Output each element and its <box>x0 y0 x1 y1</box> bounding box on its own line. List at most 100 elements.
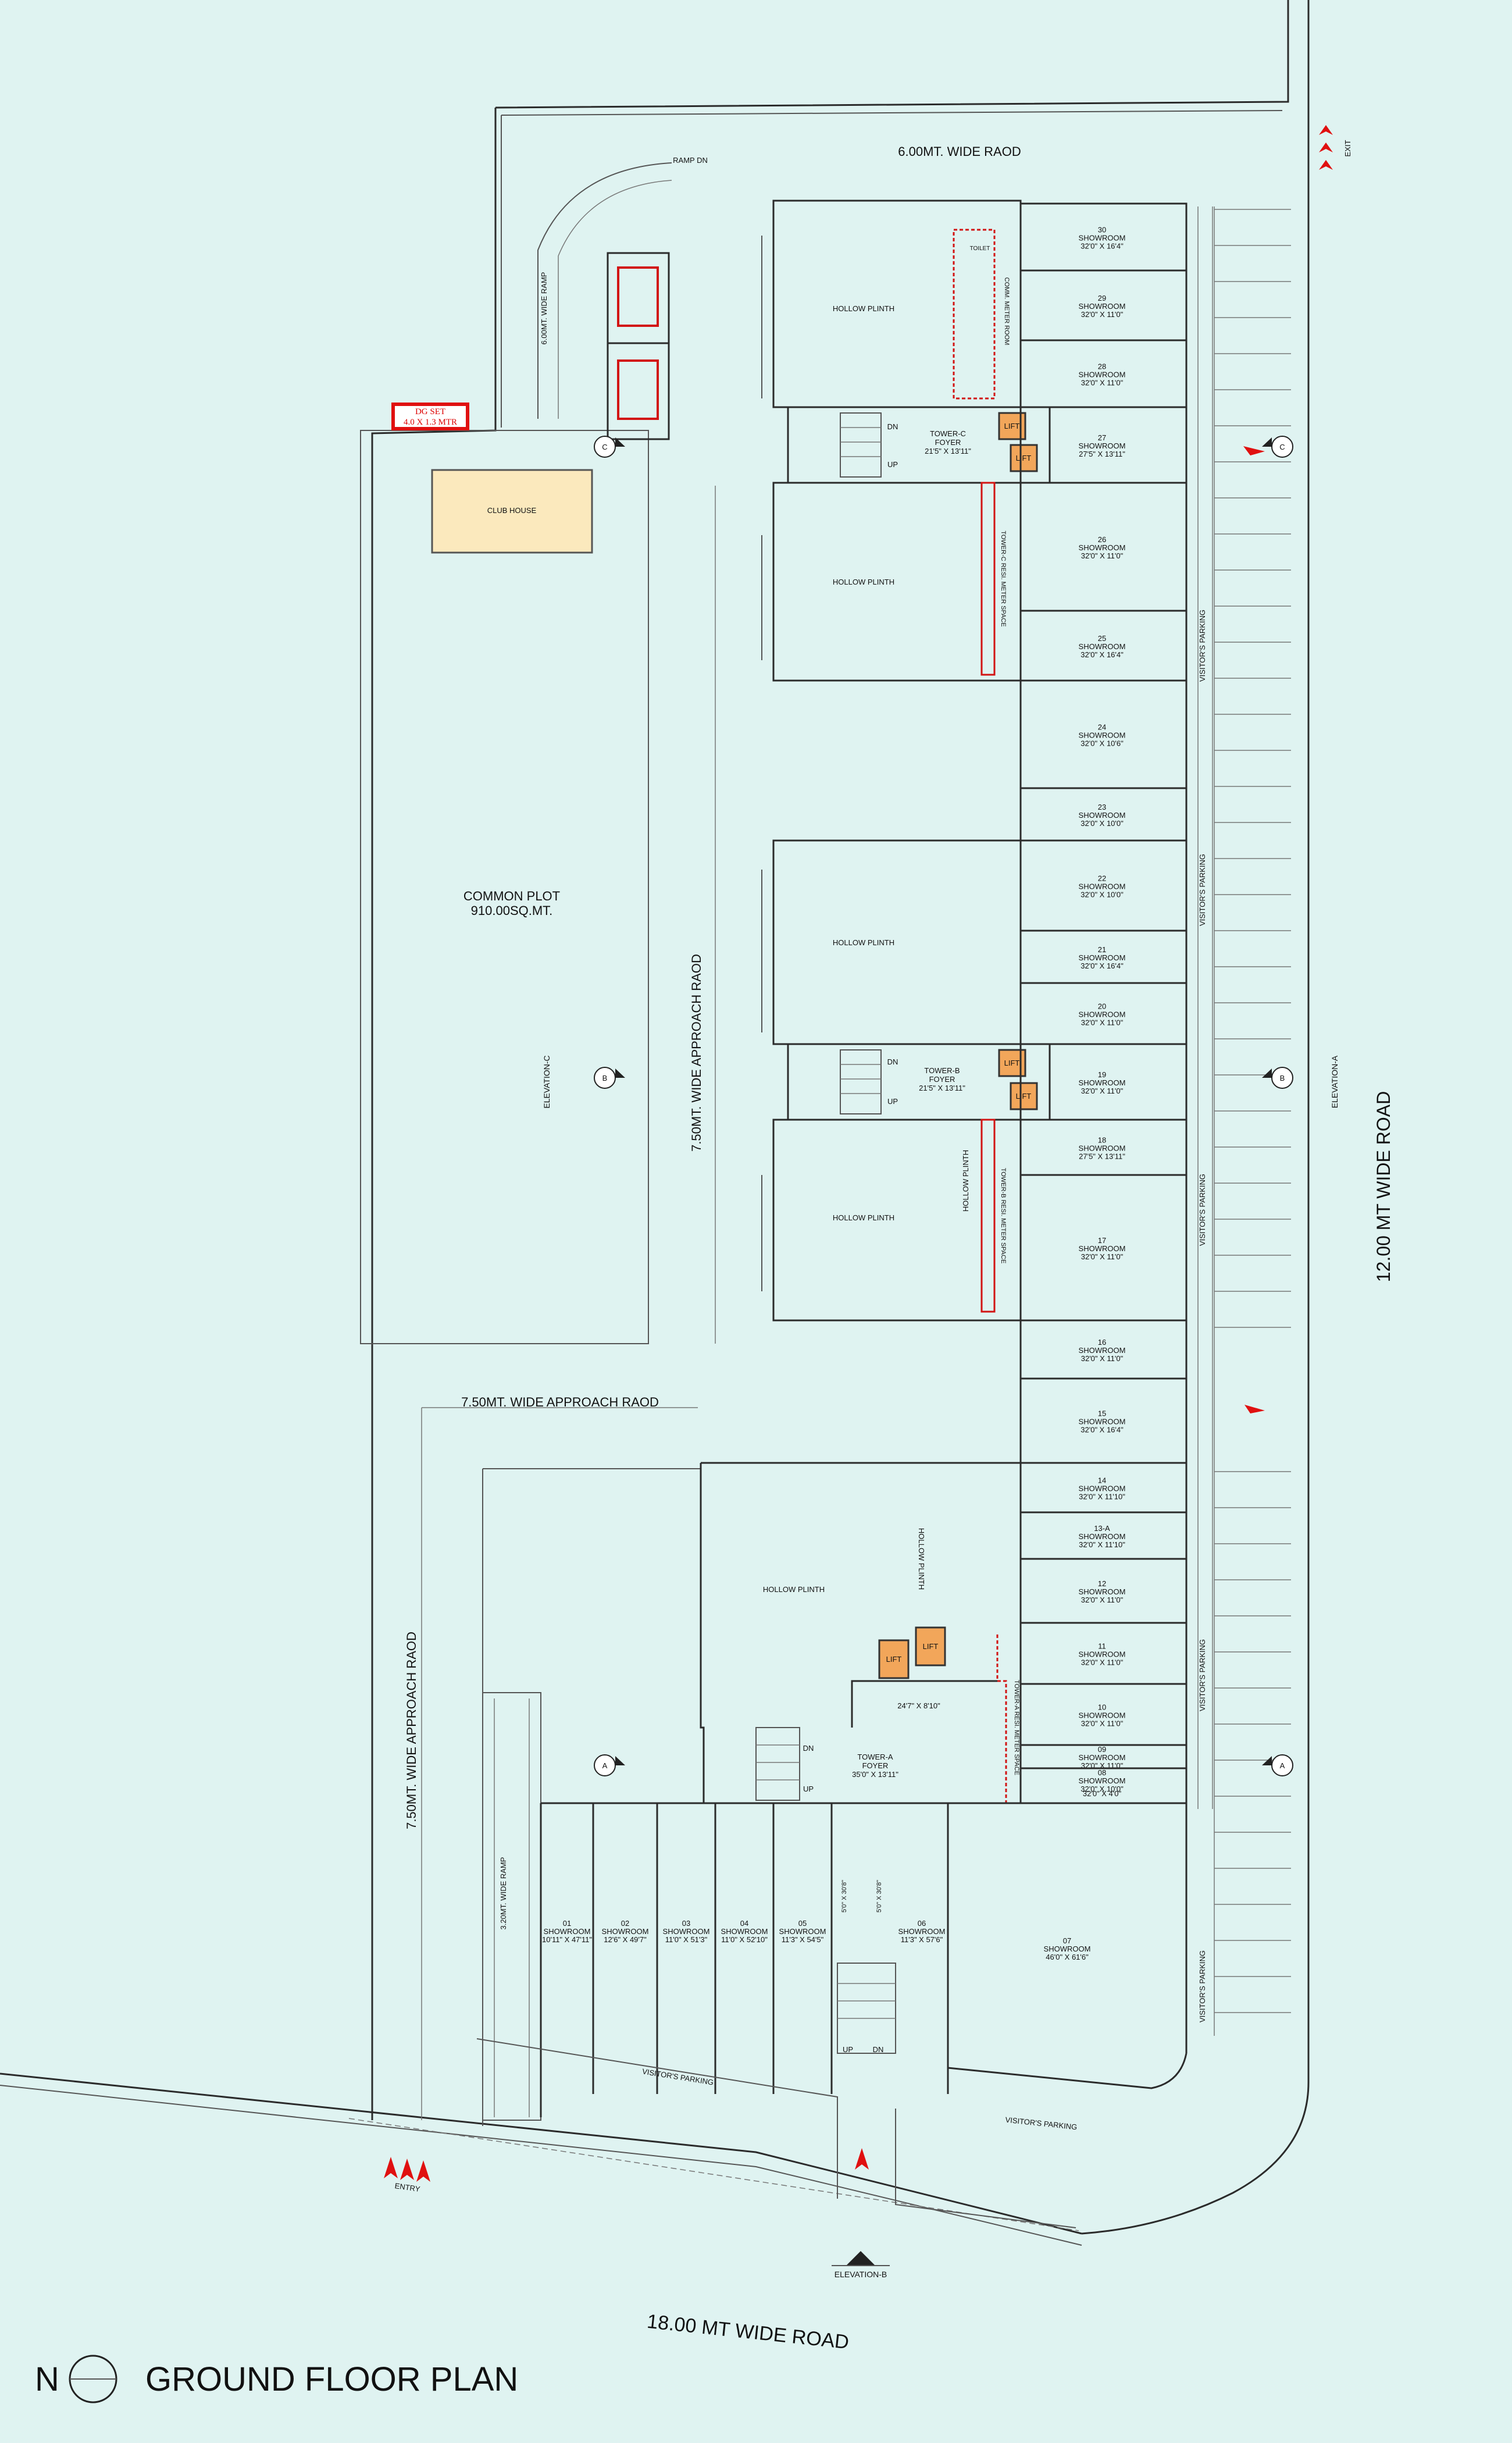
dn-label-b: DN <box>887 1057 898 1066</box>
hollow-plinth-c: HOLLOW PLINTH <box>833 304 894 313</box>
showroom-size: 32'0" X 16'4" <box>1080 961 1124 970</box>
plan-title: GROUND FLOOR PLAN <box>145 2360 518 2398</box>
showroom-size: 11'0" X 51'3" <box>665 1935 708 1944</box>
showroom-number: 15 <box>1098 1409 1106 1418</box>
showroom-word: SHOWROOM <box>1079 1346 1126 1355</box>
dg-set-line1: DG SET <box>415 407 445 416</box>
dn-label-c: DN <box>887 422 898 431</box>
stair-dims-2: 5'0" X 30'8" <box>876 1880 883 1913</box>
showroom-number: 02 <box>621 1919 629 1928</box>
showroom-word: SHOWROOM <box>544 1927 591 1936</box>
tower-b-foyer-2: FOYER <box>929 1075 955 1084</box>
showroom-word: SHOWROOM <box>1079 1532 1126 1541</box>
showroom-word: SHOWROOM <box>1079 302 1126 311</box>
showroom-number: 21 <box>1098 945 1106 954</box>
showroom-word: SHOWROOM <box>1079 543 1126 552</box>
marker-a-left-letter: A <box>602 1761 608 1770</box>
showroom-word: SHOWROOM <box>1079 811 1126 820</box>
lift-b-2: LIFT <box>1016 1092 1032 1101</box>
showroom-size: 32'0" X 11'0" <box>1081 379 1124 387</box>
visitors-parking-right-2: VISITOR'S PARKING <box>1198 854 1207 926</box>
showroom-number: 17 <box>1098 1236 1106 1245</box>
showroom-number: 23 <box>1098 803 1106 811</box>
showroom-word: SHOWROOM <box>1079 1711 1126 1720</box>
marker-a-right-letter: A <box>1280 1761 1285 1770</box>
hollow-plinth-b2: HOLLOW PLINTH <box>833 1213 894 1222</box>
showroom-number: 25 <box>1098 634 1106 643</box>
tower-b-block: HOLLOW PLINTH TOWER-B FOYER 21'5" X 13'1… <box>761 839 1051 1322</box>
tower-b-foyer-1: TOWER-B <box>924 1066 960 1075</box>
showroom-size: 32'0" X 11'0" <box>1081 1596 1124 1604</box>
up-label-a: UP <box>803 1785 814 1793</box>
ramp-dn-label: RAMP DN <box>673 156 708 165</box>
showroom-number: 07 <box>1063 1936 1071 1945</box>
tower-c-foyer-3: 21'5" X 13'11" <box>925 447 971 455</box>
up-label-c: UP <box>887 460 898 469</box>
showroom-size: 11'3" X 54'5" <box>782 1935 824 1944</box>
elevation-marker-a-right: A <box>1262 1754 1293 1776</box>
elevation-marker-b-left: B <box>594 1067 625 1089</box>
showroom-size: 10'11" X 47'11" <box>542 1935 592 1944</box>
common-plot: COMMON PLOT 910.00SQ.MT. <box>360 430 649 1344</box>
elevation-marker-a-left: A <box>594 1754 625 1776</box>
showroom-word: SHOWROOM <box>1079 1418 1126 1426</box>
plan-title-block: N GROUND FLOOR PLAN <box>35 2355 518 2403</box>
showroom-word: SHOWROOM <box>1079 1144 1126 1153</box>
visitors-parking-right-3: VISITOR'S PARKING <box>1198 1174 1207 1246</box>
hollow-plinth-c2: HOLLOW PLINTH <box>833 578 894 586</box>
small-ramp-label: 3.20MT. WIDE RAMP <box>499 1857 508 1930</box>
hollow-plinth-a: HOLLOW PLINTH <box>763 1585 825 1594</box>
showroom-number: 03 <box>682 1919 690 1928</box>
showroom-number: 27 <box>1098 433 1106 442</box>
visitors-parking-right-5: VISITOR'S PARKING <box>1198 1950 1207 2022</box>
visitors-parking-right-1: VISITOR'S PARKING <box>1198 610 1207 682</box>
showroom-word: SHOWROOM <box>721 1927 768 1936</box>
showroom-size: 32'0" X 16'4" <box>1080 1426 1124 1434</box>
showroom-number: 16 <box>1098 1338 1106 1347</box>
approach-road-horizontal: 7.50MT. WIDE APPROACH RAOD <box>461 1395 659 1409</box>
showroom-word: SHOWROOM <box>1079 441 1126 450</box>
showroom-number: 24 <box>1098 723 1106 732</box>
meter-space-b: TOWER-B RESI. METER SPACE <box>1000 1168 1007 1264</box>
showroom-number: 26 <box>1098 535 1106 544</box>
showroom-number: 01 <box>563 1919 571 1928</box>
hollow-plinth-b: HOLLOW PLINTH <box>833 938 894 947</box>
showroom-size: 32'0" X 10'6" <box>1080 739 1124 748</box>
basement-ramp: RAMP DN 6.00MT. WIDE RAMP <box>537 156 708 440</box>
showroom-number: 08 <box>1098 1768 1106 1777</box>
showroom-number: 13-A <box>1094 1524 1110 1533</box>
showroom-size: 27'5" X 13'11" <box>1079 450 1125 458</box>
small-ramp: 3.20MT. WIDE RAMP <box>482 1692 541 2121</box>
tower-c-foyer-1: TOWER-C <box>930 429 966 438</box>
showroom-number: 09 <box>1098 1745 1106 1754</box>
exit-label: EXIT <box>1343 140 1352 156</box>
right-showroom-strip: VISITOR'S PARKING VISITOR'S PARKING VISI… <box>1019 202 1291 2036</box>
north-letter: N <box>35 2360 59 2398</box>
showroom-word: SHOWROOM <box>779 1927 826 1936</box>
entry-arrows-icon <box>384 446 1265 2182</box>
tower-c-foyer-2: FOYER <box>935 438 961 447</box>
up-label-bottom: UP <box>843 2045 853 2054</box>
tower-a-foyer-1: TOWER-A <box>857 1753 893 1761</box>
entry-label: ENTRY <box>394 2181 421 2193</box>
showroom-size: 46'0" X 61'6" <box>1046 1953 1089 1961</box>
showroom-word: SHOWROOM <box>1079 1776 1126 1785</box>
right-road-label: 12.00 MT WIDE ROAD <box>1373 1091 1394 1282</box>
showroom-word: SHOWROOM <box>1079 1078 1126 1087</box>
showroom-size: 32'0" X 11'0" <box>1081 551 1124 560</box>
